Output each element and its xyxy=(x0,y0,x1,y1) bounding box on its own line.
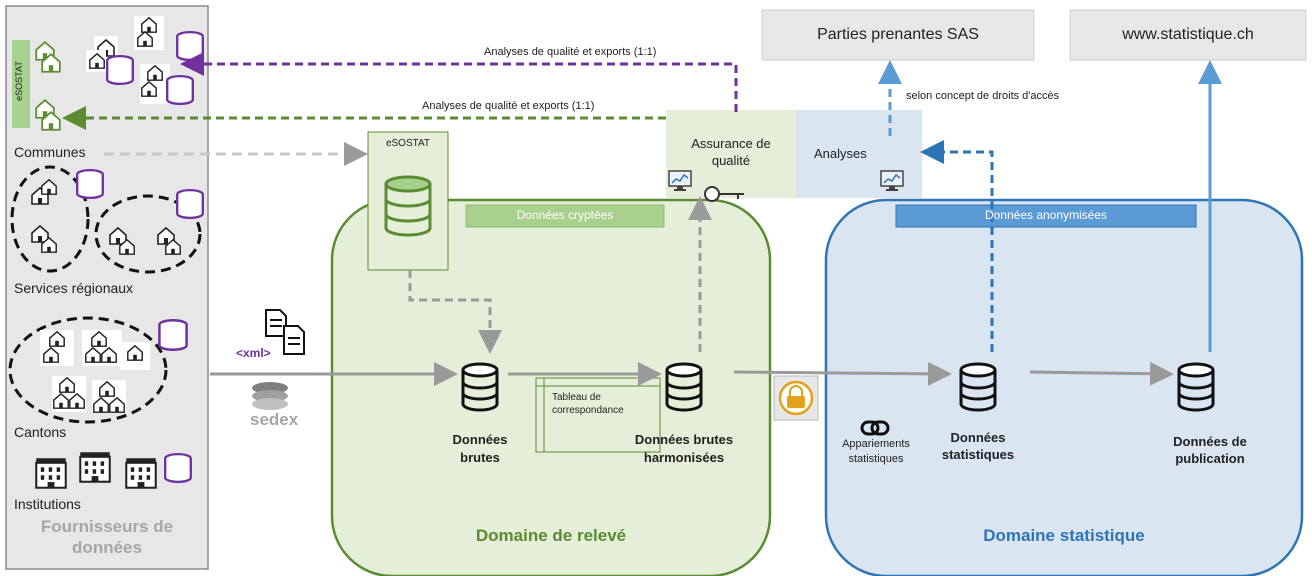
stat-domain xyxy=(824,198,1304,576)
publication-label-1: Données de xyxy=(1173,434,1247,449)
table-label-1: Tableau de xyxy=(552,392,601,403)
harmonized-label-2: harmonisées xyxy=(643,450,725,465)
canton-ellipse xyxy=(8,316,168,424)
access-note: selon concept de droits d'accès xyxy=(906,90,1060,102)
esostat-label: eSOSTAT xyxy=(385,138,431,149)
harmonized-label-1: Données brutes xyxy=(634,432,734,447)
stat-data-label-2: statistiques xyxy=(941,447,1015,462)
cantons-label: Cantons xyxy=(14,424,67,440)
stakeholders-box xyxy=(761,9,1035,61)
anonymized-label-box xyxy=(895,204,1197,228)
xml-document-icon xyxy=(265,309,305,355)
assurance-label-1: Assurance de xyxy=(691,136,771,151)
esostat-panel xyxy=(367,131,449,271)
providers-title-line1: Fournisseurs de xyxy=(40,517,174,536)
releve-domain xyxy=(330,198,772,576)
stat-data-label-1: Données xyxy=(950,430,1006,445)
services-label: Services régionaux xyxy=(14,280,134,296)
raw-data-label-2: brutes xyxy=(460,450,500,465)
link-icon xyxy=(860,420,890,436)
esostat-vertical-label: eSOSTAT xyxy=(14,61,24,101)
xml-label: <xml> xyxy=(236,346,271,360)
anonymized-label: Données anonymisées xyxy=(984,208,1108,222)
flow-purple-label: Analyses de qualité et exports (1:1) xyxy=(484,46,657,58)
stakeholders-label: Parties prenantes SAS xyxy=(817,26,979,43)
analyses-label: Analyses xyxy=(814,146,867,161)
table-label-2: correspondance xyxy=(552,405,624,416)
providers-title-line2: données xyxy=(72,538,142,557)
sedex-label: sedex xyxy=(250,410,299,429)
region-ellipse-2 xyxy=(94,194,202,274)
flow-green-label: Analyses de qualité et exports (1:1) xyxy=(422,100,595,112)
stat-title: Domaine statistique xyxy=(983,526,1145,545)
website-box xyxy=(1069,9,1307,61)
website-label: www.statistique.ch xyxy=(1122,26,1254,43)
matching-label-1: Appariements xyxy=(842,438,910,450)
assurance-label-2: qualité xyxy=(711,153,751,168)
esostat-strip xyxy=(12,40,30,128)
communes-label: Communes xyxy=(14,144,86,160)
raw-data-label-1: Données xyxy=(452,432,508,447)
matching-label-2: statistiques xyxy=(848,453,904,465)
encrypted-label-box xyxy=(465,204,665,228)
region-ellipse-1 xyxy=(10,165,90,273)
sedex-stack-icon xyxy=(252,382,288,410)
releve-title: Domaine de relevé xyxy=(475,526,627,545)
lock-icon xyxy=(773,375,819,421)
correspondence-table xyxy=(535,377,661,453)
esostat-db-icon xyxy=(384,175,432,237)
publication-label-2: publication xyxy=(1175,451,1245,466)
communes-houses xyxy=(86,16,170,104)
communes-db-icon xyxy=(176,30,204,62)
institutions-label: Institutions xyxy=(14,496,81,512)
encrypted-label: Données cryptées xyxy=(516,208,614,222)
